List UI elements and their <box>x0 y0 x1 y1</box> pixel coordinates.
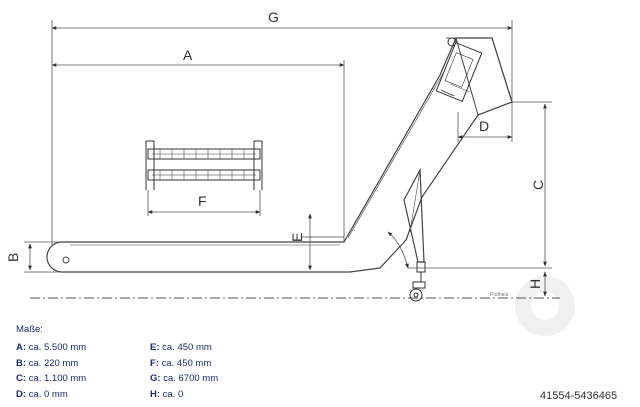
legend-item: C: ca. 1.100 mm <box>16 373 87 384</box>
label-b: B <box>5 253 21 262</box>
watermark-gear-icon <box>515 276 575 336</box>
legend-item: A: ca. 5.500 mm <box>16 342 87 353</box>
label-f: F <box>198 193 207 209</box>
label-e: E <box>289 233 305 242</box>
legend-title: Maße: <box>16 324 43 335</box>
conveyor-body <box>46 37 513 273</box>
legend-item: F: ca. 450 mm <box>150 357 212 369</box>
legend-item: G: ca. 6700 mm <box>150 373 219 384</box>
belt-cross-section <box>145 140 263 190</box>
label-g: G <box>268 9 279 25</box>
label-c: C <box>530 180 546 190</box>
label-d: D <box>479 118 489 134</box>
legend-item: B: ca. 220 mm <box>16 357 79 369</box>
angle-arc <box>387 231 409 269</box>
drive-motor-icon <box>435 37 483 103</box>
label-a: A <box>183 47 193 63</box>
floor-small-label: Podhala <box>490 292 509 298</box>
legend-column-right: E: ca. 450 mm F: ca. 450 mm G: ca. 6700 … <box>150 340 218 402</box>
legend-item: H: ca. 0 <box>150 388 184 400</box>
dimensions-legend: Maße: A: ca. 5.500 mm B: ca. 220 mm C: c… <box>16 324 276 404</box>
legend-item: D: ca. 0 mm <box>16 388 68 400</box>
legend-item: E: ca. 450 mm <box>150 342 212 353</box>
label-h: H <box>527 279 543 289</box>
legend-column-left: A: ca. 5.500 mm B: ca. 220 mm C: ca. 1.1… <box>16 340 86 402</box>
caster-wheel-icon <box>409 261 426 302</box>
pivot-bolt-icon <box>62 256 70 264</box>
listing-id-watermark: 41554-5436465 <box>540 390 618 402</box>
